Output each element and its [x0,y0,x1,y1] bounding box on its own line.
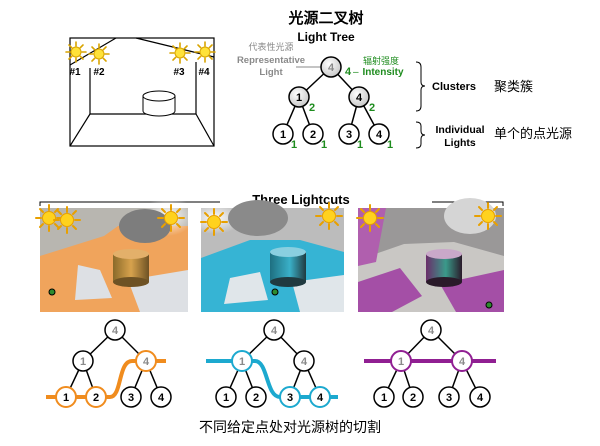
tree-leaf: 1 [272,123,294,145]
sample-point-icon [485,301,493,309]
sun-icon [53,206,81,234]
intensity-leaf: 1 [291,139,297,151]
svg-text:2: 2 [253,392,259,404]
individual-label-zh: 单个的点光源 [494,126,572,141]
lightcut-tree-purple: 4 1 4 1 2 3 4 [364,319,496,408]
title-en: Light Tree [297,30,355,44]
svg-text:1: 1 [223,392,229,404]
individual-label-en-2: Lights [444,137,476,149]
svg-text:2: 2 [310,129,316,141]
svg-text:4: 4 [459,356,466,368]
lightcut-line-orange [46,359,166,399]
svg-text:2: 2 [93,392,99,404]
sun-icon [474,202,502,230]
lightcut-tree-cyan: 4 1 4 1 2 3 4 [206,319,338,408]
render-panel-orange [35,196,194,312]
svg-text:3: 3 [287,392,293,404]
intensity-mid-left: 2 [309,102,315,114]
svg-text:1: 1 [280,129,286,141]
representative-label-en-2: Light [259,67,283,78]
tree-node-mid-right: 4 [348,86,370,108]
title-zh: 光源二叉树 [287,9,363,27]
sun-icon [88,43,110,65]
svg-text:4: 4 [356,92,363,104]
sun-icon [200,208,228,236]
svg-text:3: 3 [346,129,352,141]
svg-text:1: 1 [381,392,387,404]
svg-text:4: 4 [143,356,150,368]
render-panel-cyan [187,200,344,312]
svg-text:1: 1 [239,356,245,368]
sun-icon [356,204,384,232]
tree-node-mid-left: 1 [288,86,310,108]
svg-text:1: 1 [296,92,302,104]
clusters-label-en: Clusters [432,81,476,93]
intensity-dash: – [353,67,359,78]
svg-text:4: 4 [301,356,308,368]
sun-icon [194,41,216,63]
svg-text:4: 4 [328,62,335,74]
svg-text:1: 1 [63,392,69,404]
intensity-leaf: 1 [387,139,393,151]
svg-text:4: 4 [376,129,383,141]
tree-leaf: 2 [302,123,324,145]
sun-icon [169,42,191,64]
clusters-label-zh: 聚类簇 [494,79,533,94]
sample-point-icon [271,288,279,296]
representative-label-en-1: Representative [237,55,305,66]
svg-text:3: 3 [128,392,134,404]
svg-text:3: 3 [446,392,452,404]
room-light-2: #2 [93,67,105,78]
render-panel-purple [356,198,504,312]
lightcuts-title: Three Lightcuts [252,192,350,207]
intensity-leaf: 1 [357,139,363,151]
tree-leaf: 3 [338,123,360,145]
clusters-brace [415,61,426,112]
tree-leaf: 4 [368,123,390,145]
svg-text:4: 4 [158,392,165,404]
intensity-leaf: 1 [321,139,327,151]
individual-brace [415,121,426,149]
svg-text:1: 1 [80,356,86,368]
room-cylinder [142,90,176,117]
sun-icon [35,204,63,232]
svg-text:1: 1 [398,356,404,368]
sun-icon [315,202,343,230]
sun-icon [65,41,87,63]
svg-text:4: 4 [477,392,484,404]
intensity-mid-right: 2 [369,102,375,114]
intensity-label-en: Intensity [362,67,404,78]
room-light-4: #4 [198,67,210,78]
sun-icon [157,204,185,232]
svg-text:4: 4 [428,325,435,337]
individual-label-en-1: Individual [435,124,484,136]
intensity-root: 4 [345,66,352,78]
representative-label-zh: 代表性光源 [248,41,293,52]
sample-point-icon [48,288,56,296]
room-light-3: #3 [173,67,185,78]
lightcut-tree-orange: 4 1 4 1 2 3 4 [46,319,172,408]
svg-text:4: 4 [271,325,278,337]
room-light-1: #1 [69,67,81,78]
intensity-label-zh: 辐射强度 [363,55,399,66]
svg-text:2: 2 [410,392,416,404]
tree-node-root: 4 [320,56,342,78]
svg-text:4: 4 [112,325,119,337]
lightcuts-caption: 不同给定点处对光源树的切割 [199,419,381,435]
svg-text:4: 4 [317,392,324,404]
